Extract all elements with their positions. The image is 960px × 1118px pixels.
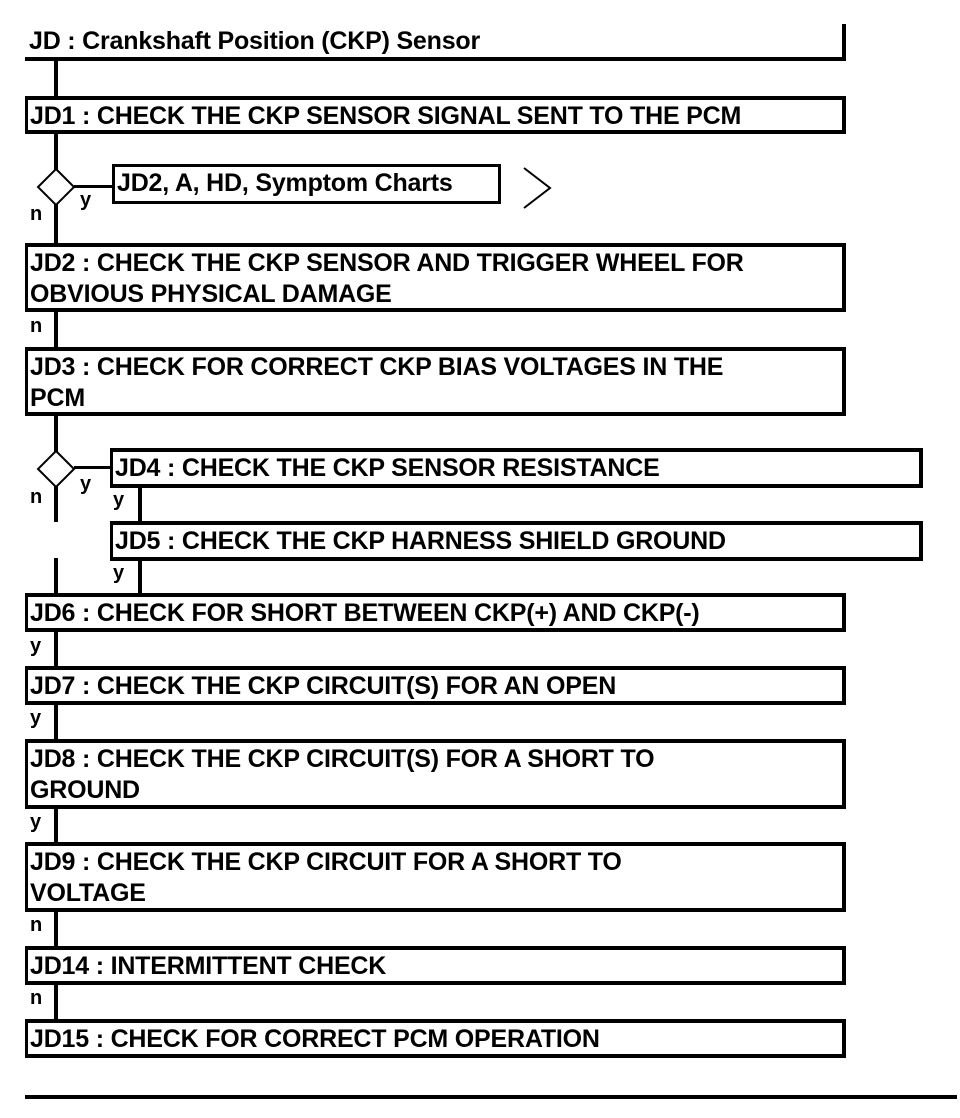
- step-jd2-line1: JD2 : CHECK THE CKP SENSOR AND TRIGGER W…: [30, 249, 744, 277]
- branch-label-jd2-no: n: [30, 315, 43, 337]
- step-jd1-yes-target[interactable]: JD2, A, HD, Symptom Charts: [112, 164, 501, 204]
- continue-chevron-icon[interactable]: [520, 165, 556, 211]
- branch-label-jd14-no: n: [30, 987, 43, 1009]
- branch-label-jd3-yes: y: [80, 473, 92, 495]
- branch-label-jd6-yes: y: [30, 635, 42, 657]
- step-jd4[interactable]: JD4 : CHECK THE CKP SENSOR RESISTANCE: [110, 448, 923, 488]
- flow-line-main-8: [54, 806, 58, 848]
- flow-line-main-7: [54, 702, 58, 744]
- branch-label-jd4-yes: y: [113, 489, 125, 511]
- branch-label-jd7-yes: y: [30, 707, 42, 729]
- step-jd1[interactable]: JD1 : CHECK THE CKP SENSOR SIGNAL SENT T…: [25, 96, 846, 134]
- step-jd3-line2: PCM: [30, 384, 85, 412]
- flow-line-main-1: [54, 58, 58, 100]
- step-jd15[interactable]: JD15 : CHECK FOR CORRECT PCM OPERATION: [25, 1019, 846, 1058]
- step-jd9[interactable]: JD9 : CHECK THE CKP CIRCUIT FOR A SHORT …: [25, 842, 846, 912]
- step-jd3-line1: JD3 : CHECK FOR CORRECT CKP BIAS VOLTAGE…: [30, 353, 724, 381]
- page-title: JD : Crankshaft Position (CKP) Sensor: [25, 24, 846, 61]
- flow-line-jd4-jd5: [138, 484, 142, 526]
- step-jd2[interactable]: JD2 : CHECK THE CKP SENSOR AND TRIGGER W…: [25, 243, 846, 312]
- step-jd8-line2: GROUND: [30, 776, 140, 804]
- step-jd2-line2: OBVIOUS PHYSICAL DAMAGE: [30, 280, 392, 308]
- branch-line-jd1: [74, 185, 116, 188]
- flow-line-main-6: [54, 628, 58, 670]
- decision-diamond-jd1: [36, 167, 76, 207]
- step-jd8-line1: JD8 : CHECK THE CKP CIRCUIT(S) FOR A SHO…: [30, 745, 655, 773]
- step-jd3[interactable]: JD3 : CHECK FOR CORRECT CKP BIAS VOLTAGE…: [25, 347, 846, 416]
- step-jd9-line2: VOLTAGE: [30, 879, 146, 907]
- flow-line-main-10: [54, 982, 58, 1024]
- flow-line-main-5: [54, 558, 58, 596]
- branch-line-jd3: [74, 466, 116, 469]
- branch-label-jd8-yes: y: [30, 811, 42, 833]
- step-jd14[interactable]: JD14 : INTERMITTENT CHECK: [25, 946, 846, 985]
- step-jd9-line1: JD9 : CHECK THE CKP CIRCUIT FOR A SHORT …: [30, 848, 622, 876]
- branch-label-jd1-yes: y: [80, 189, 92, 211]
- step-jd8[interactable]: JD8 : CHECK THE CKP CIRCUIT(S) FOR A SHO…: [25, 739, 846, 809]
- branch-label-jd5-yes: y: [113, 562, 125, 584]
- branch-label-jd9-no: n: [30, 914, 43, 936]
- step-jd5[interactable]: JD5 : CHECK THE CKP HARNESS SHIELD GROUN…: [110, 521, 923, 561]
- flow-line-main-9: [54, 908, 58, 950]
- branch-label-jd1-no: n: [30, 203, 43, 225]
- step-jd6[interactable]: JD6 : CHECK FOR SHORT BETWEEN CKP(+) AND…: [25, 593, 846, 632]
- decision-diamond-jd3: [36, 449, 76, 489]
- end-divider: [25, 1095, 957, 1099]
- step-jd7[interactable]: JD7 : CHECK THE CKP CIRCUIT(S) FOR AN OP…: [25, 666, 846, 705]
- flow-line-jd5-jd6: [138, 558, 142, 596]
- flow-line-main-3: [54, 308, 58, 350]
- branch-label-jd3-no: n: [30, 486, 43, 508]
